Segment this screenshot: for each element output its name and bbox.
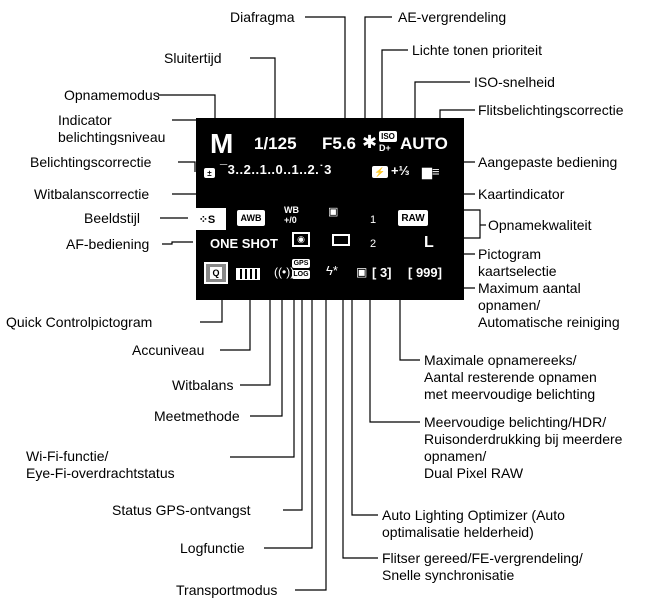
label-flitser-line1: Flitser gereed/FE-vergrendeling/ [382, 550, 583, 566]
exposure-scale: ¯3..2..1..0..1..2.˙3 [220, 162, 332, 177]
label-accuniveau: Accuniveau [132, 342, 205, 358]
label-meetmethode: Meetmethode [154, 408, 240, 424]
battery-icon [236, 268, 260, 280]
af-mode: ONE SHOT [210, 236, 278, 251]
iso-badge: ISO [379, 131, 397, 142]
custom-controls-icon: ▆≡ [422, 164, 440, 179]
label-log: Logfunctie [180, 540, 245, 556]
label-alo-line1: Auto Lighting Optimizer (Auto [382, 507, 565, 523]
label-af-bediening: AF-bediening [66, 236, 150, 252]
highlight-priority-icon: D+ [379, 143, 391, 153]
label-max-line2: opnamen/ [478, 297, 541, 313]
label-reeks-line1: Maximale opnamereeks/ [424, 352, 577, 368]
label-pictogram-line2: kaartselectie [478, 263, 557, 279]
card-2-icon: 2 [370, 238, 377, 250]
label-indicator-line1: Indicator [58, 112, 112, 128]
raw-badge: RAW [398, 210, 428, 226]
label-alo: Auto Lighting Optimizer (Auto optimalisa… [382, 507, 565, 541]
iso-value: AUTO [400, 134, 448, 153]
label-quick-control: Quick Controlpictogram [6, 314, 153, 330]
label-max-line1: Maximum aantal [478, 280, 581, 296]
camera-screen: M 1/125 F5.6 ✱ ISO D+ AUTO ± ¯3..2..1..0… [188, 118, 464, 300]
label-flitser: Flitser gereed/FE-vergrendeling/ Snelle … [382, 550, 583, 584]
label-ae-lock: AE-vergrendeling [398, 9, 507, 25]
flash-comp-value: +⅓ [391, 163, 410, 178]
label-wifi-line2: Eye-Fi-overdrachtstatus [26, 465, 175, 481]
label-opnamemodus: Opnamemodus [64, 87, 160, 103]
log-badge: LOG [292, 270, 310, 279]
drive-mode-icon [332, 234, 350, 246]
shots-remaining: [ 999] [408, 265, 442, 280]
flash-comp-icon: ⚡ [372, 166, 388, 178]
label-sluitertijd: Sluitertijd [164, 50, 222, 66]
label-aangepaste: Aangepaste bediening [478, 154, 618, 170]
quick-control-button[interactable]: Q [204, 262, 228, 284]
label-flitsbelichting: Flitsbelichtingscorrectie [478, 102, 624, 118]
label-diafragma: Diafragma [230, 9, 295, 25]
label-beeldstijl: Beeldstijl [84, 210, 141, 226]
label-meervoudig-line3: opnamen/ [424, 448, 487, 464]
label-witbalanscorrectie: Witbalanscorrectie [34, 186, 150, 202]
awb-badge: AWB [237, 210, 265, 226]
label-meervoudig-line4: Dual Pixel RAW [424, 465, 524, 481]
label-iso: ISO-snelheid [474, 74, 555, 90]
label-meervoudig-line1: Meervoudige belichting/HDR/ [424, 414, 607, 430]
label-max: Maximum aantal opnamen/ Automatische rei… [478, 280, 620, 331]
label-reeks: Maximale opnamereeks/ Aantal resterende … [424, 352, 597, 403]
gps-badge: GPS [292, 259, 310, 268]
label-indicator: Indicator belichtingsniveau [58, 112, 165, 146]
label-wifi: Wi-Fi-functie/ Eye-Fi-overdrachtstatus [26, 448, 175, 482]
exp-comp-icon: ± [204, 168, 215, 178]
label-kaartindicator: Kaartindicator [478, 186, 565, 202]
wb-correction-icon: WB +/0 [284, 205, 299, 225]
wifi-icon: ((•)) [274, 265, 295, 279]
label-witbalans: Witbalans [172, 377, 234, 393]
aperture-value: F5.6 [322, 134, 357, 153]
label-wifi-line1: Wi-Fi-functie/ [26, 448, 109, 464]
label-belichtingscorrectie: Belichtingscorrectie [30, 154, 152, 170]
label-max-line3: Automatische reiniging [478, 314, 620, 330]
metering-icon: ◉ [292, 232, 310, 247]
label-indicator-line2: belichtingsniveau [58, 129, 166, 145]
flash-ready-icon: ϟ* [326, 263, 338, 278]
label-pictogram-line1: Pictogram [478, 246, 542, 262]
label-lichte-tonen: Lichte tonen prioriteit [412, 42, 542, 58]
label-transport: Transportmodus [176, 582, 278, 598]
ae-lock-icon: ✱ [362, 132, 378, 152]
quality-l-icon: L [424, 234, 434, 251]
label-pictogram: Pictogram kaartselectie [478, 246, 557, 280]
label-opnamekwaliteit: Opnamekwaliteit [488, 217, 592, 233]
card-1-icon: 1 [370, 214, 377, 226]
label-meervoudig: Meervoudige belichting/HDR/ Ruisonderdru… [424, 414, 622, 482]
label-alo-line2: optimalisatie helderheid) [382, 524, 534, 540]
label-reeks-line3: met meervoudige belichting [424, 386, 596, 402]
mode-indicator: M [210, 128, 234, 159]
shutter-value: 1/125 [254, 134, 297, 153]
label-meervoudig-line2: Ruisonderdrukking bij meerdere [424, 431, 623, 447]
label-reeks-line2: Aantal resterende opnamen [424, 369, 597, 385]
picture-style-icon: ⁘S [188, 208, 226, 230]
alo-icon: ▣ [328, 206, 339, 218]
label-gps: Status GPS-ontvangst [112, 502, 251, 518]
quick-control-icon: Q [210, 267, 222, 279]
max-burst: [ 3] [372, 265, 392, 280]
multi-exposure-icon: ▣ [356, 265, 368, 279]
label-flitser-line2: Snelle synchronisatie [382, 567, 515, 583]
